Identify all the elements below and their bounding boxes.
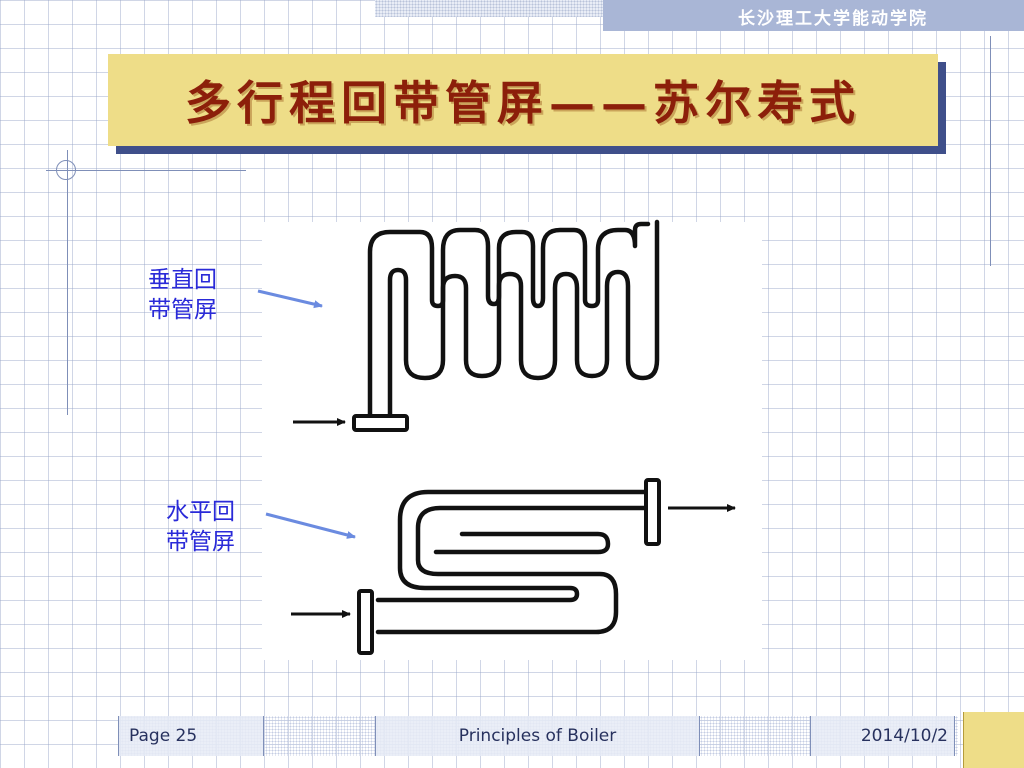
footer-course-name: Principles of Boiler	[375, 716, 700, 756]
vertical-panel-inlet-header	[352, 414, 409, 432]
header-band: 长沙理工大学能动学院	[603, 0, 1024, 31]
footer-page-number: Page 25	[118, 716, 264, 756]
slide-title: 多行程回带管屏——苏尔寿式	[185, 76, 861, 130]
footer-corner-block	[963, 712, 1024, 768]
decorative-line-horizontal	[46, 170, 246, 171]
vertical-label-arrow	[257, 289, 323, 309]
decorative-line-right	[990, 36, 991, 266]
horizontal-label-line1: 水平回	[166, 499, 235, 525]
vertical-panel-label: 垂直回 带管屏	[148, 265, 217, 325]
institution-name: 长沙理工大学能动学院	[738, 9, 928, 29]
vertical-label-line1: 垂直回	[148, 267, 217, 293]
horizontal-panel-label: 水平回 带管屏	[166, 497, 235, 557]
vertical-serpentine-tube	[367, 219, 660, 418]
title-banner: 多行程回带管屏——苏尔寿式	[108, 54, 938, 146]
header-pattern-strip	[375, 0, 605, 17]
horizontal-panel-outlet-header	[644, 478, 661, 546]
horizontal-serpentine-tube	[375, 489, 648, 635]
horizontal-label-line2: 带管屏	[166, 529, 235, 555]
vertical-label-line2: 带管屏	[148, 297, 217, 323]
crosshair-ornament	[56, 160, 76, 180]
horizontal-label-arrow	[265, 512, 356, 539]
horizontal-panel-return-bend	[433, 531, 611, 555]
horizontal-panel-inlet-header	[357, 589, 374, 655]
footer-date: 2014/10/2	[810, 716, 955, 756]
decorative-line-left	[67, 150, 68, 415]
